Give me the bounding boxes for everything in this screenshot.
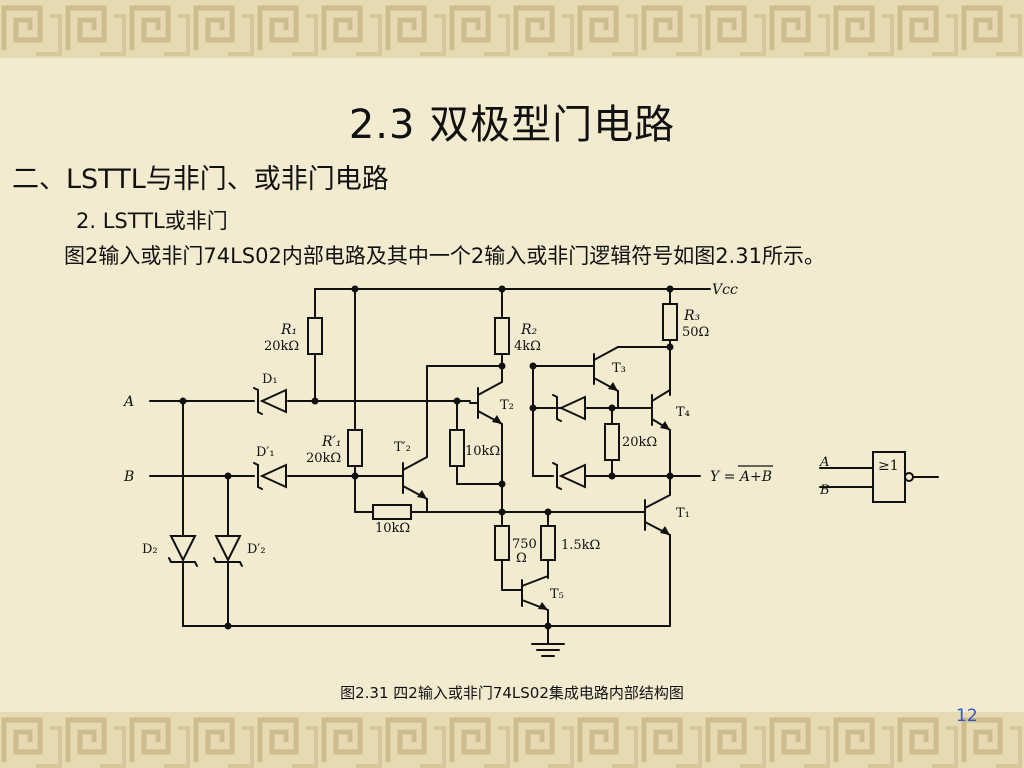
d2p-label: D′₂ — [247, 542, 266, 557]
gate-input-a-label: A — [819, 455, 829, 470]
r2-value: 4kΩ — [514, 339, 541, 354]
rh-value: 10kΩ — [375, 521, 410, 536]
t3-label: T₃ — [612, 361, 626, 376]
page-number: 12 — [956, 706, 978, 726]
t4-label: T₄ — [676, 405, 690, 420]
gate-input-b-label: B — [819, 483, 830, 498]
d1-label: D₁ — [262, 372, 278, 387]
r3-value: 50Ω — [682, 325, 709, 340]
description-paragraph: 图2输入或非门74LS02内部电路及其中一个2输入或非门逻辑符号如图2.31所示… — [64, 244, 825, 268]
r1-name: R₁ — [280, 322, 297, 338]
r750-value: 750 — [512, 537, 537, 552]
slide-title: 2.3 双极型门电路 — [348, 102, 676, 148]
r2-name: R₂ — [520, 322, 538, 338]
r1p-name: R′₁ — [321, 434, 341, 450]
r750-unit: Ω — [516, 551, 527, 566]
r3-name: R₃ — [683, 308, 701, 324]
r1p-value: 20kΩ — [306, 451, 341, 466]
output-label: Y = A+B — [710, 469, 772, 485]
r1-value: 20kΩ — [264, 339, 299, 354]
t2p-label: T′₂ — [394, 440, 411, 455]
slide-subtitle: 二、LSTTL与非门、或非门电路 — [12, 164, 389, 195]
section-heading: 2. LSTTL或非门 — [76, 209, 228, 233]
rb-t4-value: 20kΩ — [622, 435, 657, 450]
d1p-label: D′₁ — [256, 445, 275, 460]
input-b-label: B — [123, 469, 134, 485]
figure-caption: 图2.31 四2输入或非门74LS02集成电路内部结构图 — [340, 684, 684, 702]
d2-label: D₂ — [142, 542, 158, 557]
top-border-pattern — [0, 0, 1024, 58]
t2-label: T₂ — [500, 398, 514, 413]
input-a-label: A — [122, 394, 134, 410]
rb-t2-value: 10kΩ — [465, 444, 500, 459]
gate-symbol-label: ≥1 — [878, 458, 899, 474]
t1-label: T₁ — [676, 506, 690, 521]
r1k5-value: 1.5kΩ — [561, 538, 600, 553]
vcc-label: Vcc — [712, 282, 738, 298]
t5-label: T₅ — [550, 587, 564, 602]
bottom-border-pattern — [0, 712, 1024, 768]
